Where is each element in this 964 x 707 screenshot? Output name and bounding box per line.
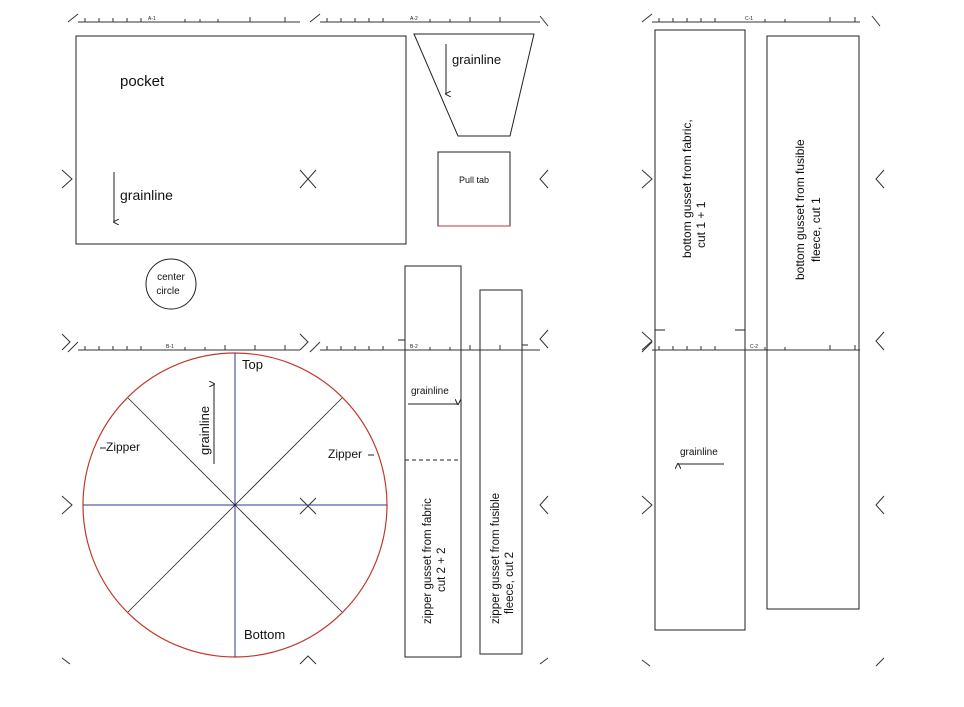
bottom-gusset-grainline-label: grainline — [680, 447, 718, 458]
zipper-gusset-fabric-label-line1: zipper gusset from fabric — [422, 498, 434, 624]
bottom-gusset-fabric-label-line2: cut 1 + 1 — [694, 201, 708, 248]
zipper-gusset-fleece-label-line1: zipper gusset from fusible — [490, 493, 502, 624]
bottom-gusset-fabric-piece: bottom gusset from fabric, cut 1 + 1 gra… — [654, 29, 746, 631]
pull-tab-label: Pull tab — [459, 175, 489, 185]
bottom-gusset-fleece-label-line1: bottom gusset from fusible — [793, 139, 807, 280]
round-panel-zipper-left-label: Zipper — [106, 440, 140, 454]
bottom-gusset-fleece-label-line2: fleece, cut 1 — [809, 197, 823, 262]
bottom-gusset-fleece-piece: bottom gusset from fusible fleece, cut 1 — [766, 35, 860, 610]
trapezoid-grainline-label: grainline — [452, 52, 501, 67]
pocket-piece: pocket grainline — [75, 35, 407, 245]
zipper-gusset-fleece-label-line2: fleece, cut 2 — [504, 552, 516, 614]
round-panel-piece: Top Bottom Zipper Zipper grainline — [82, 352, 388, 658]
round-panel-grainline-label: grainline — [197, 406, 212, 455]
center-circle-piece: center circle — [145, 258, 197, 310]
zipper-gusset-fabric-label-line2: cut 2 + 2 — [436, 548, 448, 592]
bottom-gusset-fabric-label-line1: bottom gusset from fabric, — [680, 119, 694, 258]
tile-label-c1: C-1 — [745, 16, 753, 22]
center-circle-label-line2: circle — [156, 286, 180, 297]
tile-label-a1: A-1 — [148, 16, 156, 22]
round-panel-top-label: Top — [242, 357, 263, 372]
pocket-label: pocket — [120, 73, 165, 90]
tile-label-b1: B-1 — [166, 344, 174, 350]
tile-registration-marks — [61, 13, 885, 667]
tile-label-a2: A-2 — [410, 16, 418, 22]
center-circle-label-line1: center — [157, 272, 185, 283]
zipper-gusset-fabric-piece: grainline zipper gusset from fabric cut … — [398, 265, 462, 658]
trapezoid-piece: grainline — [413, 33, 535, 137]
zipper-gusset-grainline-label: grainline — [411, 386, 449, 397]
tile-label-b2: B-2 — [410, 344, 418, 350]
round-panel-zipper-right-label: Zipper — [328, 447, 362, 461]
zipper-gusset-fleece-piece: zipper gusset from fusible fleece, cut 2 — [479, 289, 528, 655]
pull-tab-piece: Pull tab — [437, 151, 511, 227]
tile-label-c2: C-2 — [750, 344, 758, 350]
pocket-grainline-label: grainline — [120, 187, 173, 203]
round-panel-bottom-label: Bottom — [244, 627, 285, 642]
